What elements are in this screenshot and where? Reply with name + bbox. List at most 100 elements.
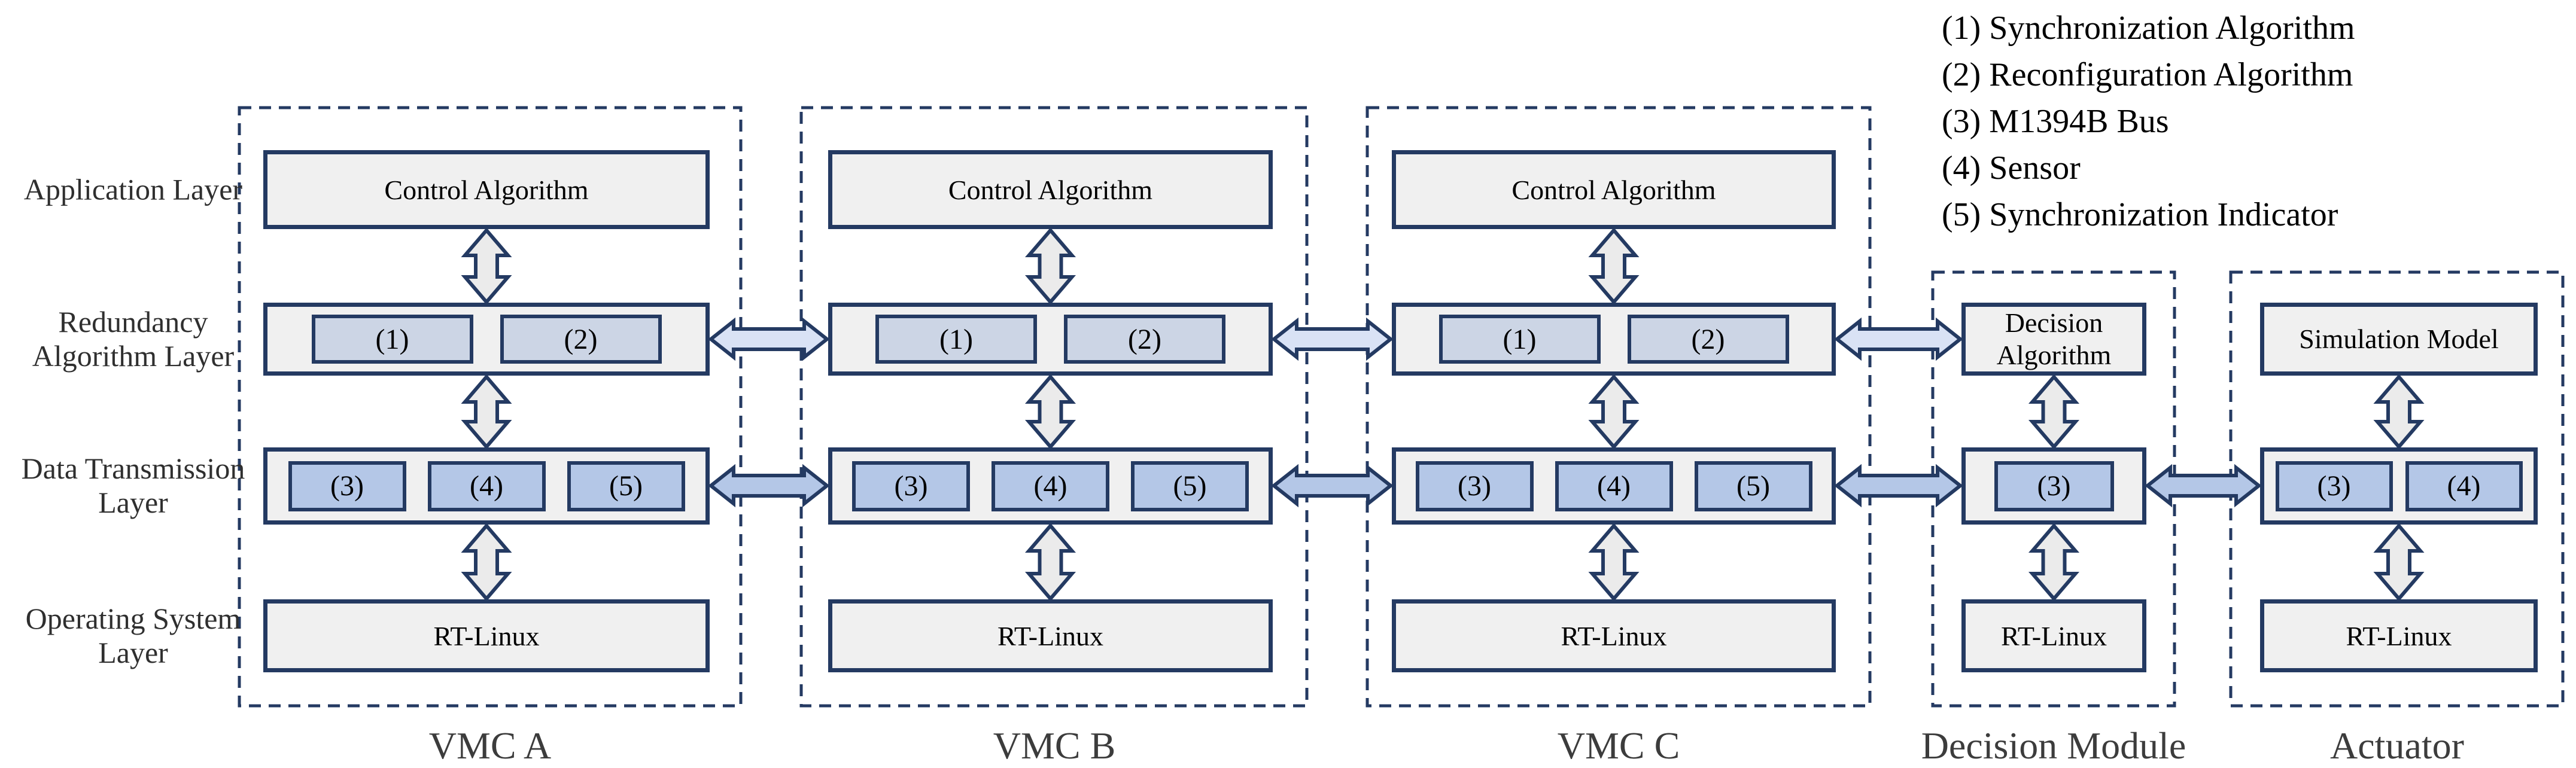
module-boundary-vmc-c — [1365, 106, 1872, 708]
vmc-c-data-chip: (3) — [1415, 461, 1534, 511]
layer-label-line: Redundancy — [58, 305, 208, 339]
actuator-redundancy-label: Simulation Model — [2299, 323, 2499, 355]
vmc-a-data-chip: (5) — [567, 461, 685, 511]
arrow-vmc-b-vmc-c-redundancy — [1271, 317, 1394, 361]
actuator-os-label: RT-Linux — [2346, 620, 2452, 651]
layer-label-line: Application Layer — [23, 172, 243, 206]
vmc-a-redundancy-box: (1) (2) — [263, 303, 710, 376]
vmc-c-redundancy-chip-label: (2) — [1691, 323, 1725, 355]
vmc-b-application-box: Control Algorithm — [828, 150, 1273, 229]
vmc-c-redundancy-chip-label: (1) — [1503, 323, 1537, 355]
actuator-os-box: RT-Linux — [2260, 599, 2538, 672]
vmc-b-data-chip-label: (5) — [1173, 470, 1207, 502]
vmc-c-os-box: RT-Linux — [1392, 599, 1836, 672]
decision-module-data-chip: (3) — [1994, 461, 2114, 511]
vmc-c-os-label: RT-Linux — [1561, 620, 1667, 651]
arrow-vmc-a-application-redundancy — [461, 227, 512, 305]
vmc-a-data-chip: (3) — [288, 461, 406, 511]
actuator-data-chip-label: (4) — [2447, 470, 2481, 502]
legend-item: (4) Sensor — [1942, 150, 2081, 187]
vmc-c-application-box: Control Algorithm — [1392, 150, 1836, 229]
arrow-actuator-redundancy-data — [2373, 374, 2425, 450]
actuator-redundancy-box: Simulation Model — [2260, 303, 2538, 376]
vmc-c-data-chip: (5) — [1694, 461, 1812, 511]
arrow-vmc-b-vmc-c-data — [1271, 464, 1394, 508]
module-caption-vmc-c: VMC C — [1557, 724, 1680, 767]
vmc-c-data-chip-label: (5) — [1736, 470, 1770, 502]
vmc-b-redundancy-chip: (1) — [875, 315, 1037, 364]
arrow-vmc-c-data-os — [1588, 523, 1640, 602]
layer-label-application: Application Layer — [0, 173, 266, 207]
legend-item: (3) M1394B Bus — [1942, 103, 2169, 140]
vmc-a-data-chip: (4) — [427, 461, 546, 511]
arrow-vmc-b-application-redundancy — [1024, 227, 1076, 305]
vmc-a-redundancy-chip-label: (2) — [564, 323, 598, 355]
layer-label-line: Algorithm Layer — [32, 339, 235, 373]
arrow-vmc-a-data-os — [461, 523, 512, 602]
vmc-b-data-chip: (3) — [852, 461, 970, 511]
vmc-b-redundancy-box: (1) (2) — [828, 303, 1273, 376]
module-caption-decision-module: Decision Module — [1921, 724, 2186, 767]
legend-item: (5) Synchronization Indicator — [1942, 196, 2338, 233]
vmc-b-data-chip-label: (4) — [1033, 470, 1067, 502]
vmc-b-data-chip: (4) — [992, 461, 1109, 511]
vmc-c-redundancy-chip: (2) — [1627, 315, 1789, 364]
actuator-data-box: (3) (4) — [2260, 447, 2538, 525]
vmc-a-redundancy-chip: (1) — [311, 315, 473, 364]
vmc-a-data-chip-label: (5) — [609, 470, 643, 502]
vmc-a-redundancy-chip-label: (1) — [375, 323, 409, 355]
arrow-vmc-c-decision-module-data — [1834, 464, 1963, 508]
vmc-c-data-chip: (4) — [1555, 461, 1673, 511]
decision-module-redundancy-label-line: Algorithm — [1996, 340, 2112, 370]
vmc-c-data-box: (3) (4) (5) — [1392, 447, 1836, 525]
vmc-b-redundancy-chip-label: (2) — [1128, 323, 1161, 355]
vmc-b-redundancy-chip-label: (1) — [939, 323, 973, 355]
decision-module-redundancy-label-line: Decision — [2005, 307, 2103, 338]
actuator-data-chip: (3) — [2275, 461, 2393, 511]
legend-item: (2) Reconfiguration Algorithm — [1942, 56, 2353, 93]
arrow-vmc-b-redundancy-data — [1024, 374, 1076, 450]
decision-module-data-box: (3) — [1961, 447, 2146, 525]
vmc-a-os-label: RT-Linux — [433, 620, 540, 651]
arrow-vmc-c-redundancy-data — [1588, 374, 1640, 450]
decision-module-data-chip-label: (3) — [2037, 470, 2071, 502]
vmc-c-application-label: Control Algorithm — [1511, 174, 1716, 205]
module-caption-vmc-a: VMC A — [428, 724, 552, 767]
arrow-decision-module-data-os — [2028, 523, 2080, 602]
layer-label-data-transmission: Data Transmission Layer — [0, 452, 266, 520]
module-caption-vmc-b: VMC B — [993, 724, 1116, 767]
vmc-b-data-box: (3) (4) (5) — [828, 447, 1273, 525]
actuator-data-chip-label: (3) — [2317, 470, 2351, 502]
arrow-decision-module-redundancy-data — [2028, 374, 2080, 450]
actuator-data-chip: (4) — [2405, 461, 2523, 511]
vmc-b-redundancy-chip: (2) — [1064, 315, 1225, 364]
arrow-vmc-b-data-os — [1024, 523, 1076, 602]
vmc-c-data-chip-label: (4) — [1597, 470, 1631, 502]
decision-module-os-box: RT-Linux — [1961, 599, 2146, 672]
arrow-vmc-c-decision-module-redundancy — [1834, 317, 1963, 361]
arrow-vmc-a-vmc-b-redundancy — [708, 317, 830, 361]
vmc-b-os-box: RT-Linux — [828, 599, 1273, 672]
arrow-vmc-c-application-redundancy — [1588, 227, 1640, 305]
vmc-b-application-label: Control Algorithm — [948, 174, 1153, 205]
layer-label-line: Operating System — [25, 602, 241, 635]
legend-item: (1) Synchronization Algorithm — [1942, 10, 2355, 47]
decision-module-os-label: RT-Linux — [2001, 620, 2107, 651]
vmc-a-application-label: Control Algorithm — [384, 174, 589, 205]
vmc-c-redundancy-chip: (1) — [1438, 315, 1601, 364]
vmc-c-redundancy-box: (1) (2) — [1392, 303, 1836, 376]
layer-label-line: Layer — [98, 636, 168, 669]
vmc-a-redundancy-chip: (2) — [500, 315, 662, 364]
layer-label-operating-system: Operating System Layer — [0, 602, 266, 670]
legend: (1) Synchronization Algorithm (2) Reconf… — [1942, 5, 2355, 238]
vmc-b-data-chip-label: (3) — [894, 470, 928, 502]
arrow-decision-module-actuator-data — [2145, 464, 2262, 508]
vmc-a-application-box: Control Algorithm — [263, 150, 710, 229]
vmc-b-os-label: RT-Linux — [997, 620, 1103, 651]
vmc-a-data-chip-label: (4) — [470, 470, 503, 502]
arrow-actuator-data-os — [2373, 523, 2425, 602]
vmc-a-data-box: (3) (4) (5) — [263, 447, 710, 525]
